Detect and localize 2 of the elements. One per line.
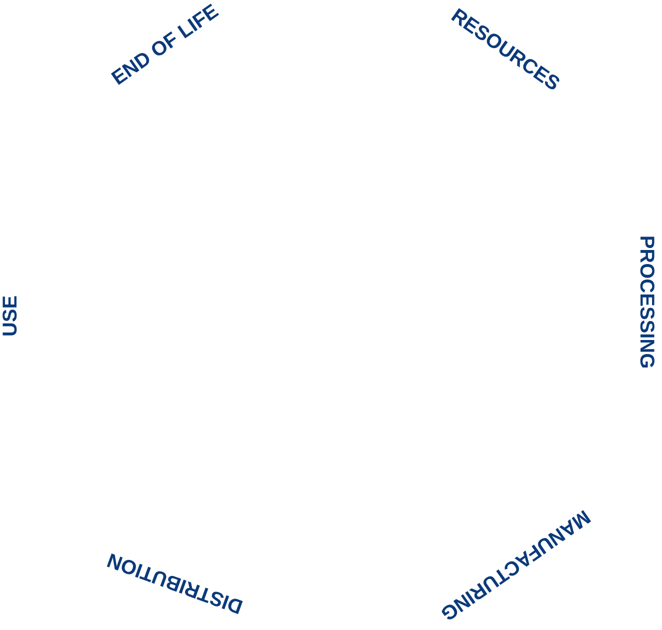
stage-label: PROCESSING: [636, 235, 656, 369]
stage-label: USE: [0, 295, 20, 337]
